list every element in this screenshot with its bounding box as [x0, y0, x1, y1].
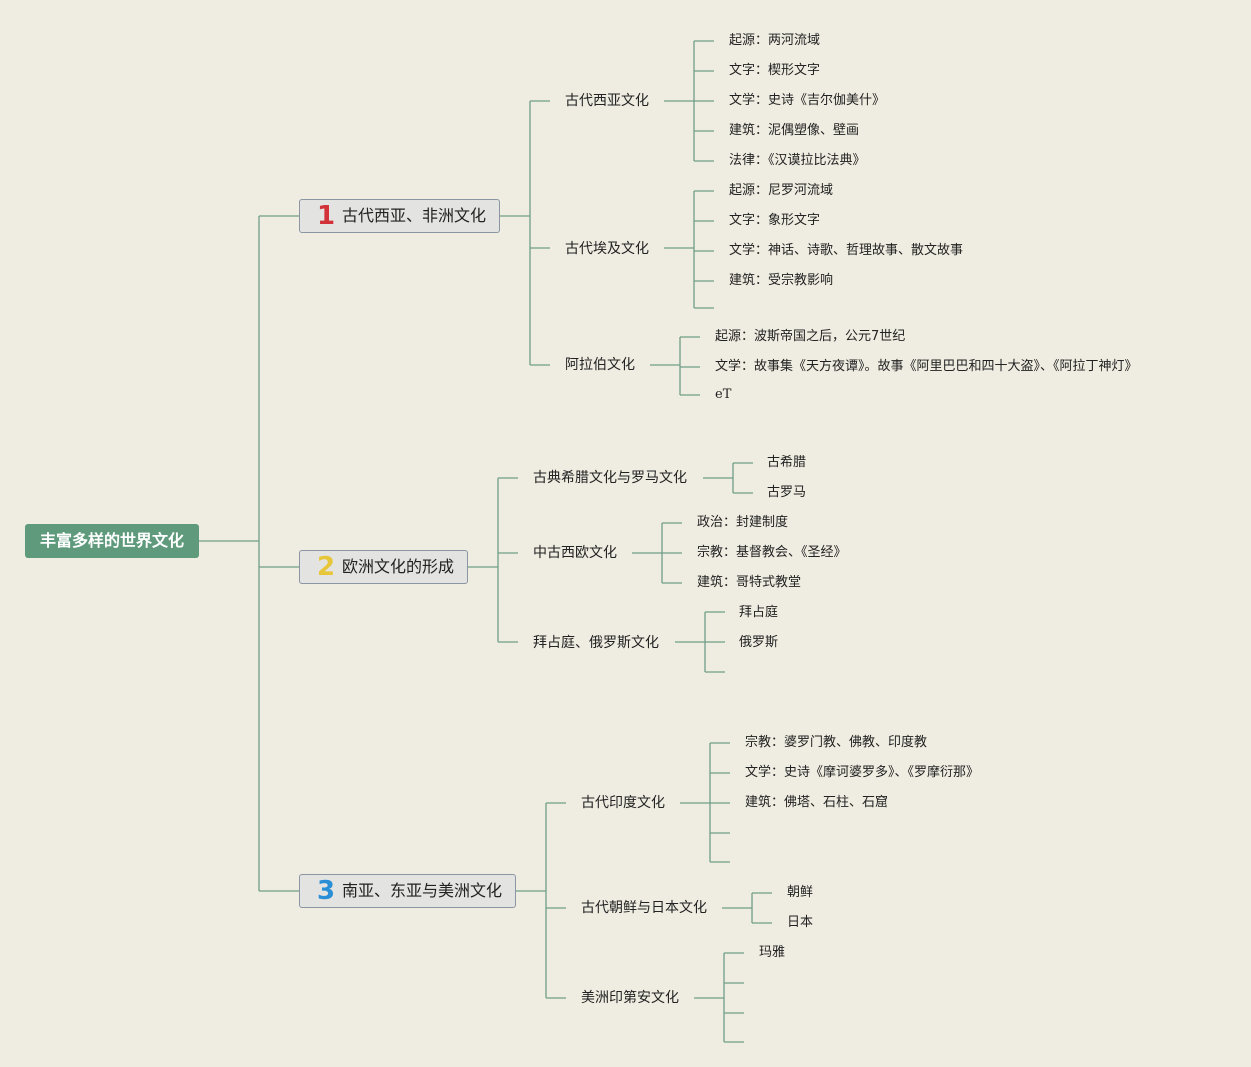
leaf-node[interactable]: 宗教：婆罗门教、佛教、印度教: [745, 735, 928, 750]
leaf-node[interactable]: 政治：封建制度: [697, 515, 789, 530]
leaf-node[interactable]: 文字：象形文字: [729, 213, 821, 228]
leaf-node[interactable]: 文字：楔形文字: [729, 63, 821, 78]
leaf-node[interactable]: 古希腊: [767, 455, 807, 470]
leaf-node[interactable]: 建筑：佛塔、石柱、石窟: [745, 795, 889, 810]
branch-label: 古代西亚、非洲文化: [342, 206, 487, 225]
leaf-node[interactable]: 文学：史诗《摩诃婆罗多》、《罗摩衍那》: [745, 765, 980, 780]
sub-node-medieval-europe[interactable]: 中古西欧文化: [533, 545, 617, 561]
leaf-node[interactable]: 玛雅: [759, 945, 786, 960]
sub-node-west-asia[interactable]: 古代西亚文化: [565, 93, 649, 109]
leaf-node[interactable]: 起源：两河流域: [729, 33, 821, 48]
leaf-node[interactable]: 法律：《汉谟拉比法典》: [729, 153, 866, 168]
branch-node-2[interactable]: 2 欧洲文化的形成: [299, 550, 468, 584]
leaf-node[interactable]: 古罗马: [767, 485, 807, 500]
leaf-node[interactable]: 朝鲜: [787, 885, 814, 900]
leaf-node[interactable]: 拜占庭: [739, 605, 779, 620]
number-3-icon: 3: [316, 876, 336, 906]
sub-node-greece-rome[interactable]: 古典希腊文化与罗马文化: [533, 470, 687, 486]
connector-b2s3: [675, 611, 725, 673]
connector-b3s1: [680, 742, 730, 863]
leaf-node[interactable]: 建筑：泥偶塑像、壁画: [729, 123, 860, 138]
connector-b2s1: [703, 462, 753, 494]
leaf-node[interactable]: 文学：史诗《吉尔伽美什》: [729, 93, 886, 108]
sub-node-american-indian[interactable]: 美洲印第安文化: [581, 990, 679, 1006]
connector-branch1: [500, 100, 550, 366]
root-node[interactable]: 丰富多样的世界文化: [25, 524, 199, 558]
connector-b1s1: [664, 40, 714, 162]
leaf-node[interactable]: 俄罗斯: [739, 635, 779, 650]
branch-node-1[interactable]: 1 古代西亚、非洲文化: [299, 199, 500, 233]
sub-node-byzantine-russia[interactable]: 拜占庭、俄罗斯文化: [533, 635, 659, 651]
leaf-node[interactable]: 宗教：基督教会、《圣经》: [697, 545, 847, 560]
branch-node-3[interactable]: 3 南亚、东亚与美洲文化: [299, 874, 516, 908]
connector-b2s2: [632, 522, 682, 584]
connector-branch3: [516, 802, 566, 999]
connector-b1s3: [650, 336, 700, 396]
leaf-node[interactable]: 文学：故事集《天方夜谭》。故事《阿里巴巴和四十大盗》、《阿拉丁神灯》: [715, 359, 1138, 374]
leaf-node[interactable]: 起源：尼罗河流域: [729, 183, 834, 198]
connector-b1s2: [664, 190, 714, 309]
connector-b3s2: [722, 892, 772, 924]
branch-label: 南亚、东亚与美洲文化: [342, 881, 503, 900]
leaf-node[interactable]: 起源：波斯帝国之后，公元7世纪: [715, 329, 906, 344]
number-1-icon: 1: [316, 201, 336, 231]
connector-b3s3: [694, 952, 744, 1043]
branch-label: 欧洲文化的形成: [342, 557, 455, 576]
leaf-node[interactable]: eT: [715, 387, 732, 402]
sub-node-korea-japan[interactable]: 古代朝鲜与日本文化: [581, 900, 707, 916]
leaf-node[interactable]: 日本: [787, 915, 814, 930]
leaf-node[interactable]: 文学：神话、诗歌、哲理故事、散文故事: [729, 243, 964, 258]
sub-node-egypt[interactable]: 古代埃及文化: [565, 241, 649, 257]
connector-root: [199, 215, 299, 892]
sub-node-arab[interactable]: 阿拉伯文化: [565, 357, 635, 373]
number-2-icon: 2: [316, 552, 336, 582]
leaf-node[interactable]: 建筑：受宗教影响: [729, 273, 834, 288]
leaf-node[interactable]: 建筑：哥特式教堂: [697, 575, 802, 590]
sub-node-india[interactable]: 古代印度文化: [581, 795, 665, 811]
connector-branch2: [468, 477, 518, 643]
